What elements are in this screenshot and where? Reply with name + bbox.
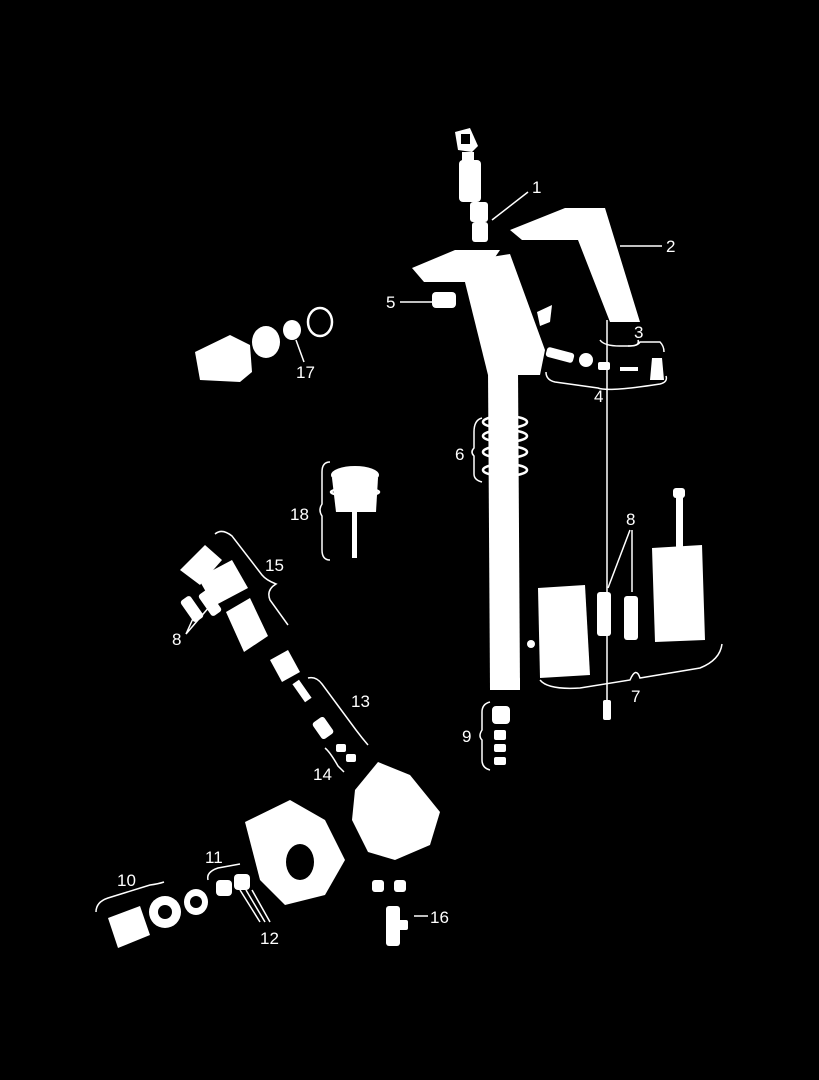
part-8-cylinders-left — [180, 590, 222, 622]
part-17-knob-parts — [195, 306, 334, 382]
part-6-o-rings — [481, 414, 529, 478]
callout-10: 10 — [117, 871, 136, 890]
callout-8-right: 8 — [626, 510, 635, 529]
part-9-nuts — [492, 706, 510, 765]
leader-lines — [185, 191, 662, 923]
callout-1: 1 — [532, 178, 541, 197]
callout-5: 5 — [386, 293, 395, 312]
callout-15: 15 — [265, 556, 284, 575]
part-13-spindle — [270, 650, 334, 740]
callout-14: 14 — [313, 765, 332, 784]
callout-18: 18 — [290, 505, 309, 524]
main-body — [460, 254, 545, 690]
part-1-lift-rod-assembly — [455, 128, 488, 242]
part-16-valve-body — [352, 762, 440, 946]
callout-13: 13 — [351, 692, 370, 711]
callout-3: 3 — [634, 323, 643, 342]
part-14-small-washers — [336, 744, 356, 762]
callout-4: 4 — [594, 387, 603, 406]
callout-17: 17 — [296, 363, 315, 382]
callout-2: 2 — [666, 237, 675, 256]
clip-part — [537, 305, 552, 326]
callout-labels: 1 2 3 4 5 6 7 8 8 9 10 11 12 13 14 15 16… — [117, 178, 675, 948]
part-18-pop-up-waste — [329, 466, 381, 558]
callout-6: 6 — [455, 445, 464, 464]
part-2-cover-plate — [510, 208, 640, 322]
callout-7: 7 — [631, 687, 640, 706]
part-7-battery-box — [527, 488, 705, 678]
callout-16: 16 — [430, 908, 449, 927]
part-10-11-12-rings — [108, 874, 250, 948]
part-8-cylinders-right — [597, 592, 638, 640]
callout-8-left: 8 — [172, 630, 181, 649]
braces — [95, 339, 723, 913]
callout-12: 12 — [260, 929, 279, 948]
rosette-flange — [245, 800, 345, 905]
callout-11: 11 — [205, 848, 223, 867]
callout-9: 9 — [462, 727, 471, 746]
lift-rod-end — [603, 700, 611, 720]
